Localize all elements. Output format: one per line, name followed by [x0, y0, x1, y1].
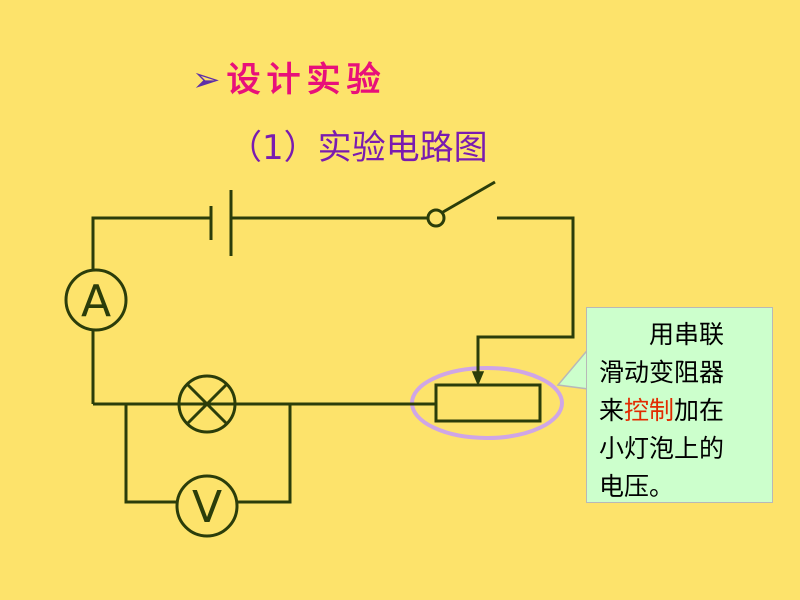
voltmeter-label: V	[192, 482, 222, 533]
lamp-circle	[177, 374, 237, 434]
rheostat-slider-arrow	[471, 371, 485, 386]
switch-pivot	[426, 208, 446, 228]
note-line-1: 用串联	[599, 320, 725, 349]
wire-voltmeter-branch	[124, 404, 177, 504]
ammeter-label: A	[81, 276, 111, 327]
lamp-cross-2	[185, 382, 229, 426]
arrow-bullet-icon: ➢	[192, 60, 221, 100]
explanation-note: 用串联 滑动变阻器 来控制加在 小灯泡上的 电压。	[586, 307, 773, 503]
voltmeter-circle	[175, 474, 239, 538]
wire-top-left	[91, 216, 211, 270]
wire-voltmeter-branch-right	[237, 404, 292, 504]
switch-blade	[442, 180, 496, 214]
ammeter-circle	[64, 268, 128, 332]
note-line-5: 电压。	[599, 472, 675, 501]
note-line-2: 滑动变阻器	[599, 358, 725, 387]
note-line-4: 小灯泡上的	[599, 434, 725, 463]
slide-subtitle: （1）实验电路图	[228, 128, 488, 168]
heading-text: 设计实验	[226, 60, 387, 100]
slide-heading: ➢设计实验	[192, 52, 387, 101]
note-line-3-post: 加在	[674, 396, 725, 425]
note-line-3-pre: 来	[599, 396, 625, 425]
wire-right	[476, 216, 575, 376]
note-highlight-word: 控制	[624, 396, 675, 425]
rheostat-body	[434, 383, 542, 423]
note-line-3: 来控制加在	[599, 392, 762, 430]
